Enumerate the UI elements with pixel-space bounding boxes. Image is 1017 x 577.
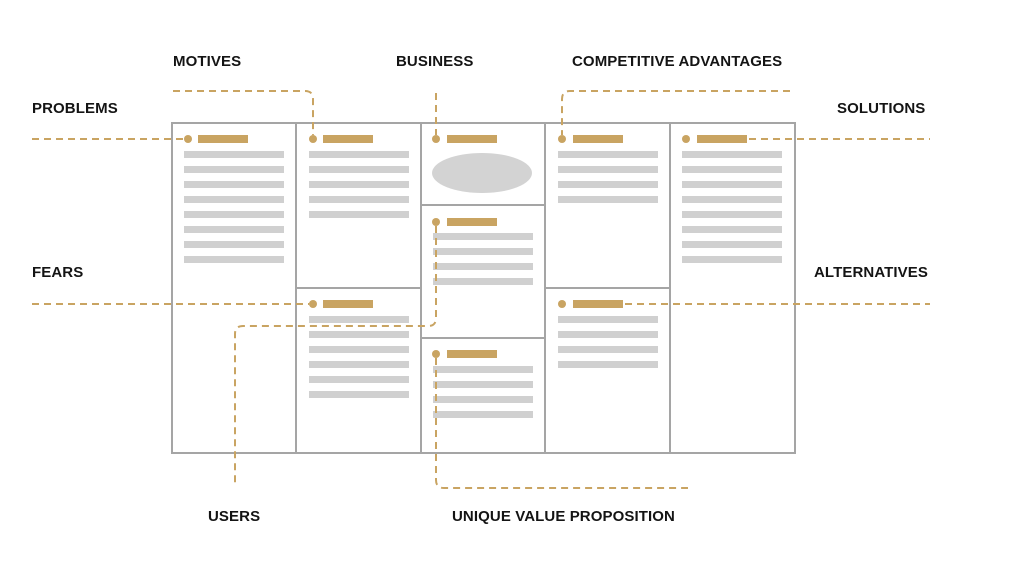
grid-border-top xyxy=(172,122,796,124)
placeholder-line xyxy=(682,241,782,248)
label-unique-value-proposition: UNIQUE VALUE PROPOSITION xyxy=(452,508,675,525)
grid-border-left xyxy=(171,122,173,454)
grid-divider-col-4-row xyxy=(545,287,670,289)
dot-competitive-advantages-icon xyxy=(558,135,566,143)
placeholder-line xyxy=(433,396,533,403)
dot-motives-icon xyxy=(309,135,317,143)
connector-competitive-advantages xyxy=(561,90,790,135)
placeholder-line xyxy=(184,211,284,218)
label-fears: FEARS xyxy=(32,264,84,281)
placeholder-line xyxy=(433,366,533,373)
placeholder-line xyxy=(682,211,782,218)
section-title-placeholder xyxy=(447,218,497,226)
logo-placeholder-ellipse xyxy=(432,153,532,193)
section-title-placeholder xyxy=(573,135,623,143)
placeholder-line xyxy=(558,181,658,188)
placeholder-line xyxy=(309,151,409,158)
placeholder-line xyxy=(433,263,533,270)
placeholder-line xyxy=(682,166,782,173)
placeholder-line xyxy=(682,196,782,203)
placeholder-line xyxy=(558,346,658,353)
section-title-placeholder xyxy=(697,135,747,143)
section-title-placeholder xyxy=(323,300,373,308)
placeholder-line xyxy=(433,278,533,285)
placeholder-line xyxy=(433,381,533,388)
placeholder-line xyxy=(184,256,284,263)
placeholder-line xyxy=(184,151,284,158)
placeholder-line xyxy=(309,196,409,203)
placeholder-line xyxy=(309,361,409,368)
placeholder-line xyxy=(558,166,658,173)
placeholder-line xyxy=(309,376,409,383)
grid-border-bottom xyxy=(172,452,796,454)
label-users: USERS xyxy=(208,508,261,525)
grid-border-right xyxy=(794,122,796,454)
dot-alternatives-icon xyxy=(558,300,566,308)
placeholder-line xyxy=(309,346,409,353)
placeholder-line xyxy=(184,196,284,203)
section-title-placeholder xyxy=(573,300,623,308)
dot-fears-icon xyxy=(309,300,317,308)
placeholder-line xyxy=(309,331,409,338)
placeholder-line xyxy=(309,391,409,398)
connector-unique-value-proposition xyxy=(435,358,688,489)
placeholder-line xyxy=(682,226,782,233)
placeholder-line xyxy=(433,248,533,255)
label-problems: PROBLEMS xyxy=(32,100,118,117)
placeholder-line xyxy=(309,166,409,173)
placeholder-line xyxy=(184,166,284,173)
connector-motives xyxy=(173,90,314,135)
placeholder-line xyxy=(433,233,533,240)
grid-divider-col-3-row-2 xyxy=(421,337,545,339)
placeholder-line xyxy=(682,151,782,158)
dot-unique-value-proposition-icon xyxy=(432,350,440,358)
grid-divider-col-3-row-1 xyxy=(421,204,545,206)
label-motives: MOTIVES xyxy=(173,53,242,70)
dot-users-icon xyxy=(432,218,440,226)
label-competitive-advantages: COMPETITIVE ADVANTAGES xyxy=(572,53,783,70)
grid-divider-col-2-row xyxy=(296,287,421,289)
label-solutions: SOLUTIONS xyxy=(837,100,926,117)
placeholder-line xyxy=(433,411,533,418)
placeholder-line xyxy=(558,316,658,323)
placeholder-line xyxy=(558,361,658,368)
placeholder-line xyxy=(309,211,409,218)
placeholder-line xyxy=(184,181,284,188)
section-title-placeholder xyxy=(447,350,497,358)
dot-problems-icon xyxy=(184,135,192,143)
connector-users xyxy=(234,226,437,485)
placeholder-line xyxy=(558,331,658,338)
dot-solutions-icon xyxy=(682,135,690,143)
section-title-placeholder xyxy=(198,135,248,143)
placeholder-line xyxy=(309,181,409,188)
placeholder-line xyxy=(682,256,782,263)
placeholder-line xyxy=(682,181,782,188)
placeholder-line xyxy=(184,226,284,233)
placeholder-line xyxy=(184,241,284,248)
placeholder-line xyxy=(558,151,658,158)
placeholder-line xyxy=(558,196,658,203)
grid-divider-col-4-5 xyxy=(669,122,671,454)
label-business: BUSINESS xyxy=(396,53,474,70)
placeholder-line xyxy=(309,316,409,323)
section-title-placeholder xyxy=(323,135,373,143)
dot-business-icon xyxy=(432,135,440,143)
label-alternatives: ALTERNATIVES xyxy=(814,264,928,281)
section-title-placeholder xyxy=(447,135,497,143)
